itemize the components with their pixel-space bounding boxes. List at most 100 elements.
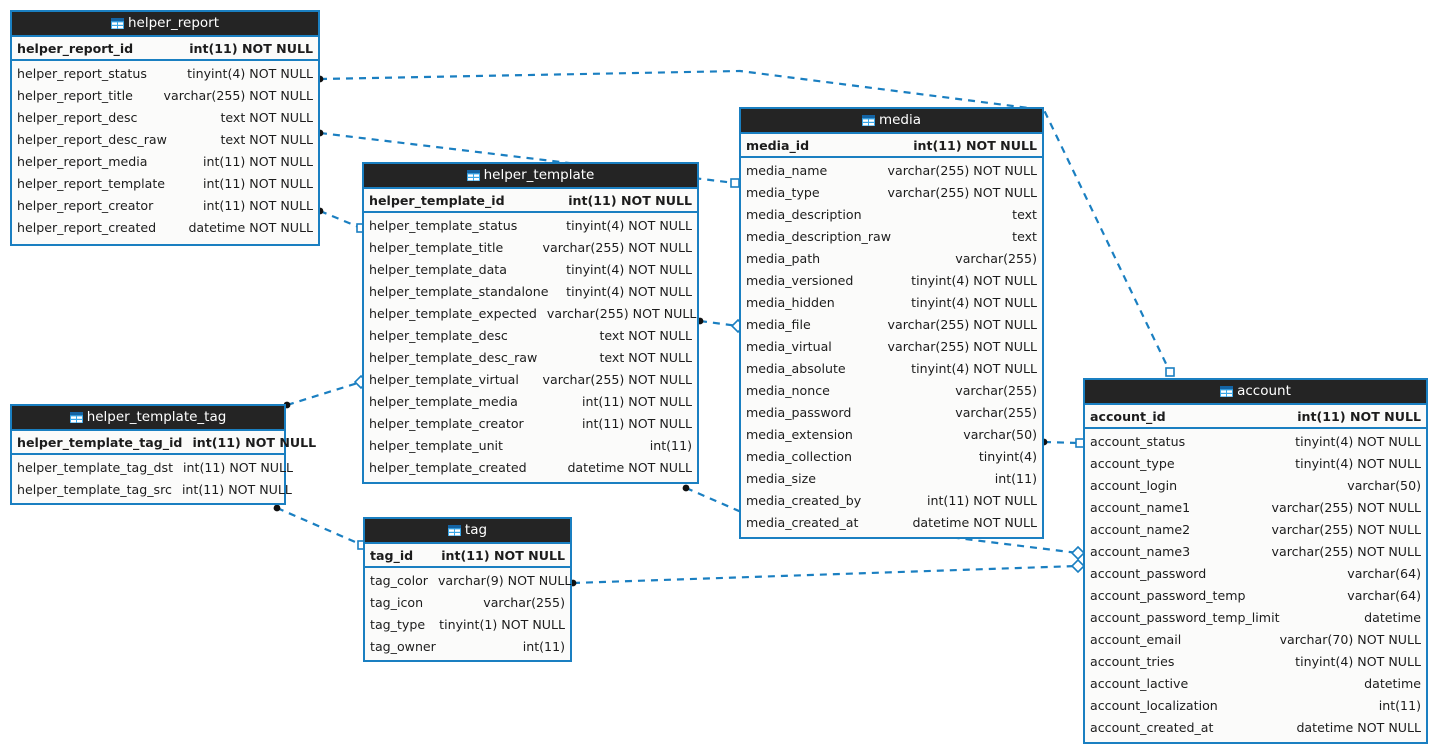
relationship-rel-template-media[interactable]: [696, 317, 746, 334]
column-type: text NOT NULL: [599, 349, 692, 365]
column-type: varchar(255) NOT NULL: [1271, 521, 1421, 537]
entity-header-account[interactable]: account: [1085, 380, 1426, 405]
column-type: int(11) NOT NULL: [582, 415, 692, 431]
column-type: int(11) NOT NULL: [183, 459, 294, 475]
relationship-rel-templatetag-template[interactable]: [283, 374, 369, 409]
relationship-line[interactable]: [286, 380, 362, 407]
relationship-line[interactable]: [1043, 440, 1081, 445]
relationship-line[interactable]: [319, 209, 362, 230]
relationship-rel-templatetag-tag[interactable]: [273, 504, 367, 550]
entity-header-helper_template_tag[interactable]: helper_template_tag: [12, 406, 284, 431]
entity-header-helper_template[interactable]: helper_template: [364, 164, 697, 189]
relationship-line[interactable]: [572, 564, 1079, 585]
column-type: tinyint(4) NOT NULL: [1295, 433, 1421, 449]
table-icon: [1220, 382, 1234, 397]
entity-header-helper_report[interactable]: helper_report: [12, 12, 318, 37]
relationship-line[interactable]: [276, 506, 363, 547]
entity-header-media[interactable]: media: [741, 109, 1042, 134]
relationship-rel-media-account[interactable]: [1040, 438, 1085, 448]
column-name: helper_template_desc_raw: [369, 349, 538, 365]
column-name: tag_owner: [370, 638, 436, 654]
relationship-rel-report-creator[interactable]: [316, 207, 366, 233]
column-name: tag_type: [370, 616, 426, 632]
relationship-dot-marker: [273, 504, 281, 512]
relationship-rel-tag-account[interactable]: [569, 558, 1086, 587]
column-row[interactable]: helper_template_desc_raw text NOT NULL: [364, 346, 697, 368]
entity-header-tag[interactable]: tag: [365, 519, 570, 544]
column-name: media_extension: [746, 426, 853, 442]
relationship-line[interactable]: [699, 319, 739, 328]
